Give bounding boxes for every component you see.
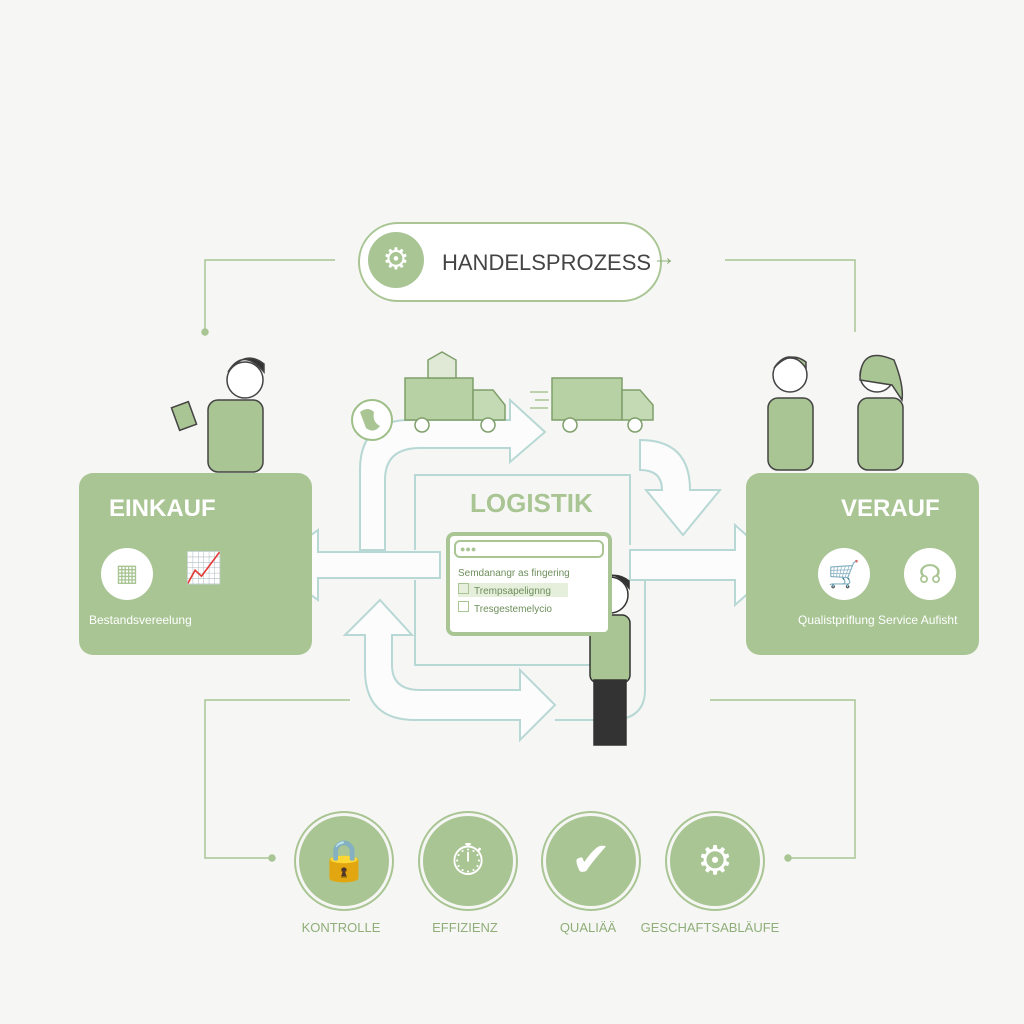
screen-heading: Semdanangr as fingering — [458, 568, 570, 579]
checkbox[interactable] — [458, 583, 469, 594]
boxes-icon: ▦ — [101, 548, 153, 600]
benefit-label: GESCHAFTSABLÄUFE — [640, 920, 780, 935]
verkauf-title: VERAUF — [841, 495, 940, 522]
verkauf-caption: Qualistpriflung Service Aufisht — [798, 613, 958, 627]
person-buyer — [170, 357, 265, 473]
einkauf-title: EINKAUF — [109, 495, 216, 522]
arrow-right-icon: → — [652, 244, 676, 271]
verkauf-box: VERAUF 🛒 ☊ Qualistpriflung Service Aufis… — [746, 473, 979, 655]
screen-item: Tresgestemelycio — [458, 601, 608, 615]
truck-icon — [404, 351, 506, 433]
benefit-label: EFFIZIENZ — [432, 920, 498, 935]
einkauf-box: EINKAUF ▦ 📈 Bestandsvereelung — [79, 473, 312, 655]
screen-item: Trempsapelignng — [458, 583, 568, 597]
checkbox[interactable] — [458, 601, 469, 612]
gear-search-icon: ⚙ — [368, 232, 424, 288]
header-pill: ⚙ HANDELSPROZESS → — [358, 222, 676, 302]
headset-icon: ☊ — [904, 548, 956, 600]
chart-up-icon: 📈 — [185, 552, 223, 585]
lock-icon: 🔒 — [296, 813, 392, 909]
logistics-screen: ●●● Semdanangr as fingering Trempsapelig… — [446, 532, 612, 636]
person-seller — [767, 354, 904, 471]
flow-arrows — [268, 397, 782, 743]
einkauf-caption: Bestandsvereelung — [89, 613, 192, 627]
truck-icon — [530, 377, 654, 433]
window-dots: ●●● — [454, 540, 604, 558]
cart-icon: 🛒 — [818, 548, 870, 600]
check-icon: ✔ — [543, 813, 639, 909]
benefit-label: KONTROLLE — [301, 920, 381, 935]
logistik-title: LOGISTIK — [470, 488, 593, 518]
benefit-label: QUALIÄÄ — [559, 920, 617, 935]
stopwatch-icon: ⏱ — [420, 813, 516, 909]
header-title: HANDELSPROZESS — [442, 250, 652, 275]
gears-icon: ⚙ — [667, 813, 763, 909]
globe-icon — [351, 399, 393, 441]
